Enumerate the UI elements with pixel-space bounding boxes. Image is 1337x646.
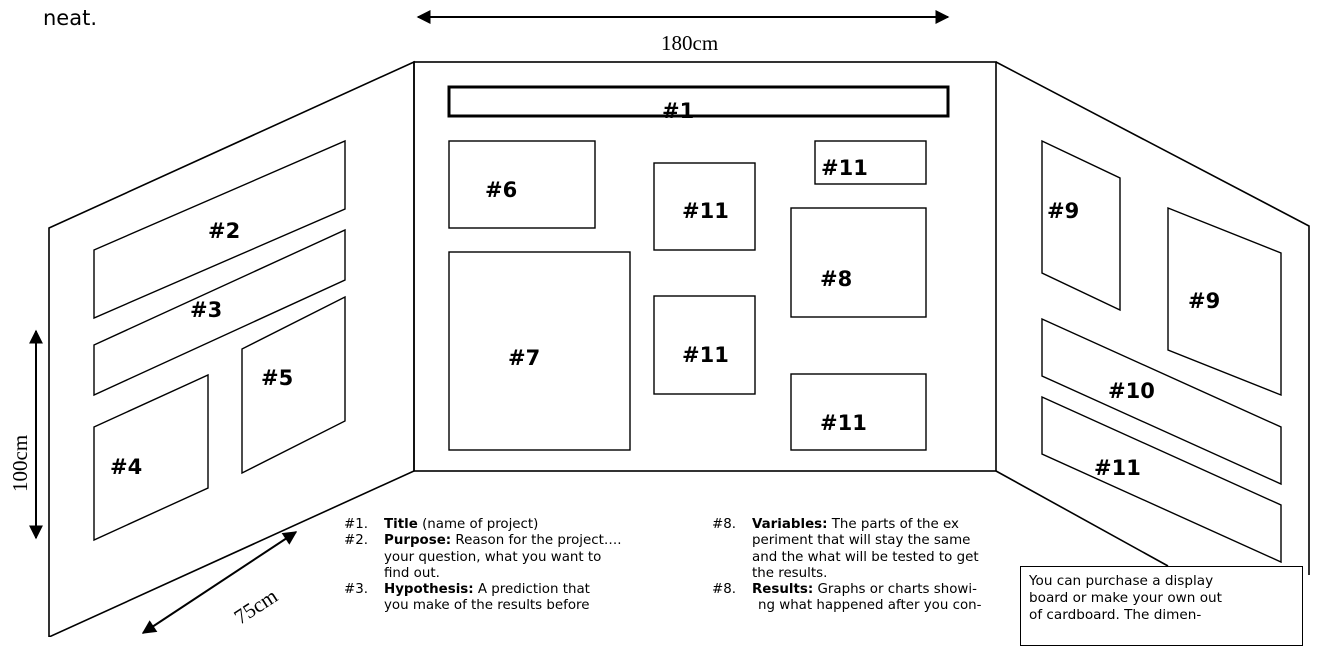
legend-text: and the what will be tested to get [752,549,979,565]
legend-text: The parts of the ex [827,517,959,532]
legend-text: ng what happened after you con- [758,598,982,614]
legend-term: Purpose: [384,533,452,549]
section-11-label-b: #11 [682,343,729,367]
intro-text: neat. [43,6,98,30]
legend-text: the results. [752,565,828,581]
legend-number: #8. [712,582,736,598]
section-2-box [93,139,346,320]
legend-text: periment that will stay the same [752,533,971,549]
section-6-box [448,140,596,229]
legend-item-variables: #8. Variables: The parts of the ex perim… [712,517,1032,582]
section-11-box-a [653,162,756,251]
section-6-label: #6 [485,178,517,202]
legend-text: A prediction that [473,582,590,598]
legend-text: Graphs or charts showi- [813,582,977,598]
legend-number: #8. [712,517,736,532]
section-3-label: #3 [190,298,222,322]
section-2-label: #2 [208,219,240,243]
section-11-box-c [814,140,927,185]
legend-term: Variables: [752,517,828,532]
section-4-label: #4 [110,455,142,479]
legend-number: #1. [344,517,368,532]
right-panel [995,61,1310,575]
section-4-box [93,373,209,542]
legend-text: your question, what you want to [384,549,602,565]
note-box: You can purchase a display board or make… [1020,566,1303,646]
section-1-label: #1 [662,99,694,123]
section-11-box-d [790,373,927,451]
center-panel [413,61,997,472]
section-11-label-a: #11 [682,199,729,223]
section-8-box [790,207,927,318]
legend-text: you make of the results before [384,598,590,614]
section-9-box-b [1167,206,1282,397]
section-10-box [1041,317,1282,486]
legend-term: Hypothesis: [384,582,474,598]
section-11-label-e: #11 [1094,456,1141,480]
note-line: You can purchase a display [1029,573,1214,589]
section-11-box-b [653,295,756,395]
legend-text: (name of project) [417,517,539,532]
section-8-label: #8 [820,267,852,291]
section-9-box-a [1041,139,1121,312]
depth-label: 75cm [230,584,282,630]
legend-text: Reason for the project…. [451,533,622,549]
section-1-box [447,85,950,118]
note-line: of cardboard. The dimen- [1029,606,1202,623]
section-9-label-b: #9 [1188,289,1220,313]
legend-right: #8. Variables: The parts of the ex perim… [712,517,1032,615]
section-11-label-c: #11 [821,156,868,180]
section-7-label: #7 [508,346,540,370]
section-11-label-d: #11 [820,411,867,435]
legend-item-results: #8. Results: Graphs or charts showi- ng … [712,582,1032,615]
legend-number: #3. [344,582,368,598]
legend-term: Title [384,517,418,532]
legend-term: Results: [752,582,814,598]
width-label: 180cm [661,31,718,55]
section-9-label-a: #9 [1047,199,1079,223]
legend-left: #1. Title (name of project) #2. Purpose:… [344,517,694,615]
legend-item-title: #1. Title (name of project) [344,517,694,533]
legend-number: #2. [344,533,368,549]
section-7-box [448,251,631,451]
section-5-label: #5 [261,366,293,390]
right-panel-bottom-edge [995,470,1169,567]
section-3-box [93,228,346,397]
legend-item-hypothesis: #3. Hypothesis: A prediction that you ma… [344,582,694,615]
note-line: board or make your own out [1029,589,1222,606]
legend-item-purpose: #2. Purpose: Reason for the project…. yo… [344,533,694,582]
height-label: 100cm [8,435,32,492]
legend-text: find out. [384,565,440,581]
section-10-label: #10 [1108,379,1155,403]
section-5-box [241,295,346,475]
section-11-box-e [1041,395,1282,564]
depth-arrow [141,531,298,634]
